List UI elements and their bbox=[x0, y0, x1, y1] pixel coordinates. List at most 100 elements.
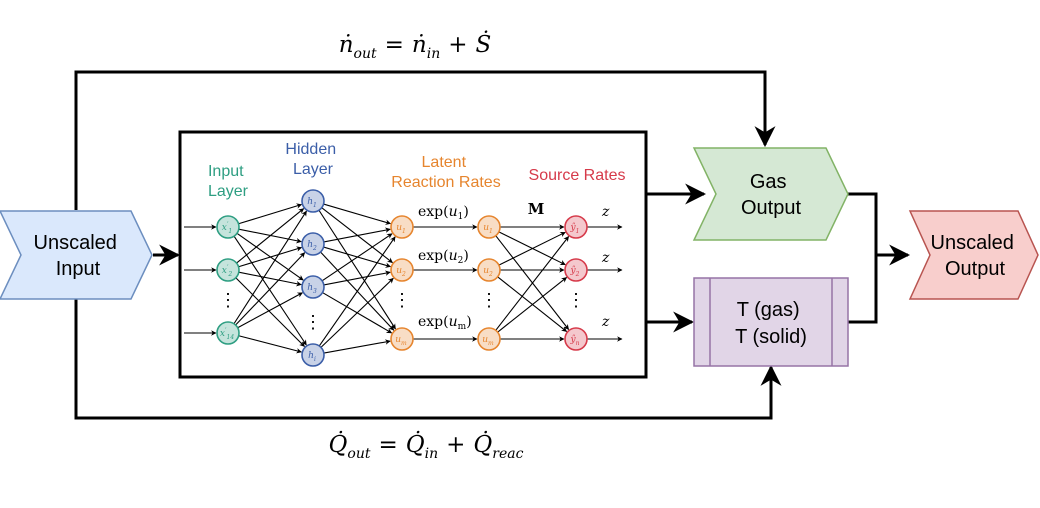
input-layer-header: Input Layer bbox=[208, 163, 249, 200]
input-hidden-connection bbox=[238, 271, 302, 287]
input-hidden-connection bbox=[233, 235, 307, 346]
matrix-connection bbox=[498, 231, 566, 266]
top-bypass-arrow bbox=[74, 70, 776, 210]
heat-balance-equation: Q̇out=Q̇in+Q̇reac bbox=[329, 432, 524, 462]
hidden-node-1: h1 bbox=[301, 189, 325, 213]
input-node-circle bbox=[216, 215, 240, 239]
hidden-node-label: h2 bbox=[307, 240, 317, 252]
source-node-1: ŷ1 bbox=[564, 215, 588, 239]
latent-node-circle bbox=[390, 215, 414, 239]
source-node-label: ŷ2 bbox=[570, 265, 580, 278]
temperature-to-output-arrow bbox=[848, 255, 878, 324]
latent-node-3: um bbox=[390, 327, 414, 351]
input-hidden-connection bbox=[237, 292, 303, 329]
gas-output-block: Gas Output bbox=[692, 147, 849, 241]
input-node-label: x′1 bbox=[222, 221, 233, 235]
latent-node-circle bbox=[390, 258, 414, 282]
hidden-latent-connection bbox=[318, 209, 396, 330]
hidden-latent-connection bbox=[323, 270, 391, 286]
hidden-node-circle bbox=[301, 189, 325, 213]
source-node-circle bbox=[564, 215, 588, 239]
matrix-label: M bbox=[528, 200, 545, 218]
source-node-3: ŷn bbox=[564, 327, 588, 351]
exp-node-2: u2 bbox=[477, 258, 501, 282]
gas-output-label: Gas Output bbox=[741, 171, 801, 219]
hidden-node-label: h3 bbox=[307, 283, 317, 295]
latent-node-label: u2 bbox=[396, 266, 406, 278]
hidden-node-circle bbox=[301, 343, 325, 367]
input-ellipsis: ⋮ bbox=[219, 290, 237, 311]
matrix-connection bbox=[497, 277, 568, 333]
gas-output-shape bbox=[692, 147, 849, 241]
source-node-2: ŷ2 bbox=[564, 258, 588, 282]
input-hidden-connection bbox=[238, 246, 303, 268]
source-node-label: ŷ1 bbox=[570, 222, 580, 235]
output-z-label-2: z bbox=[601, 250, 610, 266]
exp-node-label: u1 bbox=[483, 223, 493, 235]
input-hidden-connection bbox=[233, 210, 307, 325]
latent-node-circle bbox=[390, 327, 414, 351]
unscaled-input-shape bbox=[0, 210, 153, 300]
input-node-2: x′2 bbox=[216, 258, 240, 282]
input-hidden-connection bbox=[236, 208, 305, 264]
gas-to-output-arrow bbox=[847, 192, 911, 266]
network-connections bbox=[184, 203, 623, 354]
output-z-label-1: z bbox=[601, 204, 610, 220]
hidden-node-3: h3 bbox=[301, 275, 325, 299]
latent-reaction-rates-header: Latent Reaction Rates bbox=[391, 154, 500, 191]
exp-ellipsis: ⋮ bbox=[480, 290, 498, 311]
hidden-node-label: hi bbox=[308, 351, 316, 363]
network-nodes: x′1 x′2 x′14 h1 h2 h3 hi u1 u2 um u1 u2 um ŷ1 ŷ2 ŷn bbox=[216, 189, 588, 367]
exp-label-2: exp(u2) bbox=[418, 248, 469, 266]
exp-node-3: um bbox=[477, 327, 501, 351]
exp-node-circle bbox=[477, 215, 501, 239]
hidden-latent-connection bbox=[323, 203, 392, 225]
input-node-circle bbox=[216, 321, 240, 345]
hidden-latent-connection bbox=[323, 227, 391, 243]
latent-node-1: u1 bbox=[390, 215, 414, 239]
input-node-3: x′14 bbox=[216, 321, 240, 345]
exp-node-circle bbox=[477, 327, 501, 351]
exp-node-circle bbox=[477, 258, 501, 282]
molar-balance-equation: ṅout=ṅin+Ṡ bbox=[339, 31, 492, 62]
unscaled-output-shape bbox=[908, 210, 1039, 300]
input-node-label: x′14 bbox=[220, 327, 234, 341]
hidden-node-circle bbox=[301, 232, 325, 256]
source-rates-header: Source Rates bbox=[529, 167, 626, 184]
latent-node-label: um bbox=[395, 335, 407, 347]
hidden-latent-connection bbox=[323, 339, 391, 354]
exp-label-m: exp(um) bbox=[418, 314, 472, 332]
exp-label-1: exp(u1) bbox=[418, 204, 469, 222]
hidden-latent-connection bbox=[320, 277, 394, 348]
temperature-label: T (gas) T (solid) bbox=[735, 299, 807, 348]
exp-node-label: u2 bbox=[483, 266, 493, 278]
input-node-circle bbox=[216, 258, 240, 282]
input-hidden-connection bbox=[235, 277, 305, 347]
bottom-bypass-arrow bbox=[74, 298, 782, 420]
latent-ellipsis: ⋮ bbox=[393, 290, 411, 311]
output-z-label-n: z bbox=[601, 314, 610, 330]
flow-connectors bbox=[74, 70, 911, 420]
input-node-1: x′1 bbox=[216, 215, 240, 239]
input-hidden-connection bbox=[238, 335, 302, 354]
unscaled-input-label: Unscaled Input bbox=[34, 232, 123, 280]
hidden-node-2: h2 bbox=[301, 232, 325, 256]
latent-node-2: u2 bbox=[390, 258, 414, 282]
exp-node-label: um bbox=[482, 335, 494, 347]
matrix-connection bbox=[495, 236, 570, 331]
input-hidden-connection bbox=[238, 203, 303, 225]
input-hidden-connection bbox=[235, 252, 306, 326]
hidden-node-circle bbox=[301, 275, 325, 299]
hidden-layer-header: Hidden Layer bbox=[285, 141, 340, 178]
source-node-label: ŷn bbox=[570, 334, 580, 347]
exp-node-1: u1 bbox=[477, 215, 501, 239]
temperature-block: T (gas) T (solid) bbox=[693, 277, 849, 367]
hidden-ellipsis: ⋮ bbox=[304, 312, 322, 333]
hidden-latent-connection bbox=[321, 233, 393, 282]
hidden-node-4: hi bbox=[301, 343, 325, 367]
source-ellipsis: ⋮ bbox=[567, 290, 585, 311]
hidden-node-label: h1 bbox=[307, 197, 317, 209]
source-node-circle bbox=[564, 258, 588, 282]
unscaled-output-label: Unscaled Output bbox=[931, 232, 1020, 280]
